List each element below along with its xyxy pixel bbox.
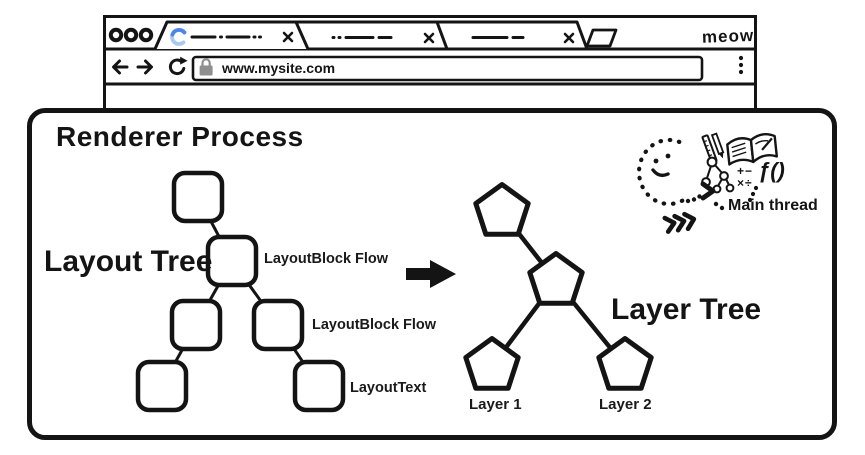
layout-node bbox=[292, 359, 346, 413]
layout-node-label: LayoutBlock Flow bbox=[312, 317, 437, 333]
layout-node bbox=[169, 298, 223, 352]
tab-2[interactable] bbox=[296, 20, 449, 50]
menu-button[interactable] bbox=[738, 55, 744, 75]
lock-icon bbox=[199, 58, 213, 76]
tab-3[interactable] bbox=[437, 20, 589, 50]
forward-button[interactable] bbox=[136, 59, 153, 75]
layer-node bbox=[473, 182, 531, 237]
reload-button[interactable] bbox=[168, 56, 188, 76]
book-icon bbox=[726, 132, 779, 166]
layout-node bbox=[251, 298, 305, 352]
transform-arrow-icon bbox=[406, 260, 456, 288]
layout-node-label: LayoutBlock Flow bbox=[264, 251, 389, 267]
layout-node bbox=[171, 170, 225, 224]
back-icon[interactable] bbox=[112, 59, 129, 75]
window-button-icon[interactable] bbox=[138, 27, 154, 43]
triple-chevron-icon bbox=[662, 211, 697, 234]
url-field[interactable]: www.mysite.com bbox=[191, 55, 704, 82]
smile-mouth bbox=[651, 168, 670, 178]
renderer-process-title: Renderer Process bbox=[56, 121, 304, 152]
loading-spinner-icon bbox=[170, 28, 187, 46]
dotted-trail bbox=[685, 185, 759, 211]
dom-tree-icon bbox=[701, 156, 735, 194]
layout-node-label: LayoutText bbox=[350, 380, 427, 396]
menu-dots-icon[interactable] bbox=[738, 62, 744, 68]
url-field-box[interactable] bbox=[191, 55, 704, 82]
layout-tree-edges bbox=[160, 196, 321, 387]
layout-tree-diagram bbox=[135, 170, 346, 413]
main-thread-doodle: +− ×÷ ƒ() Main thread bbox=[636, 132, 818, 234]
layer-leaf-label: Layer 2 bbox=[599, 396, 652, 413]
window-button-icon[interactable] bbox=[123, 27, 139, 43]
math-symbols-bottom: ×÷ bbox=[737, 176, 753, 190]
layout-tree-title: Layout Tree bbox=[44, 245, 213, 278]
window-controls[interactable] bbox=[108, 27, 154, 43]
forward-icon[interactable] bbox=[136, 59, 153, 75]
layer-node bbox=[596, 336, 654, 391]
window-button-icon[interactable] bbox=[108, 27, 124, 43]
main-thread-label: Main thread bbox=[728, 197, 818, 214]
url-text: www.mysite.com bbox=[221, 60, 335, 76]
reload-icon[interactable] bbox=[168, 58, 186, 76]
layout-node bbox=[205, 234, 259, 288]
tab-1[interactable] bbox=[153, 20, 310, 50]
function-symbol: ƒ() bbox=[758, 158, 785, 183]
browser-window: meow www.mysite.com bbox=[103, 15, 757, 115]
smiley-face-icon bbox=[636, 137, 687, 207]
pencil-icon bbox=[710, 132, 725, 159]
eye-dot bbox=[665, 153, 671, 159]
close-icon[interactable] bbox=[563, 32, 575, 44]
layer-tree-title: Layer Tree bbox=[611, 293, 762, 326]
eye-dot bbox=[653, 158, 659, 164]
close-icon[interactable] bbox=[282, 31, 294, 43]
math-symbols-top: +− bbox=[737, 164, 753, 178]
layer-node bbox=[527, 251, 585, 306]
menu-dots-icon[interactable] bbox=[738, 69, 744, 75]
browser-brand: meow bbox=[702, 26, 755, 47]
reload-arrowhead bbox=[180, 56, 188, 65]
back-button[interactable] bbox=[112, 59, 129, 75]
close-icon[interactable] bbox=[423, 32, 435, 44]
layer-node bbox=[463, 336, 521, 391]
tab-outline[interactable] bbox=[437, 20, 589, 50]
chevron-arrow-icon bbox=[700, 181, 716, 201]
menu-dots-icon[interactable] bbox=[738, 55, 744, 61]
layer-tree-diagram bbox=[463, 182, 654, 391]
layer-leaf-label: Layer 1 bbox=[469, 396, 522, 413]
new-tab-button[interactable] bbox=[585, 28, 618, 48]
renderer-process-box: Renderer Process Layout Tree LayoutBlock… bbox=[27, 108, 837, 440]
book-pencil-icon bbox=[761, 137, 773, 151]
layout-node bbox=[135, 359, 189, 413]
